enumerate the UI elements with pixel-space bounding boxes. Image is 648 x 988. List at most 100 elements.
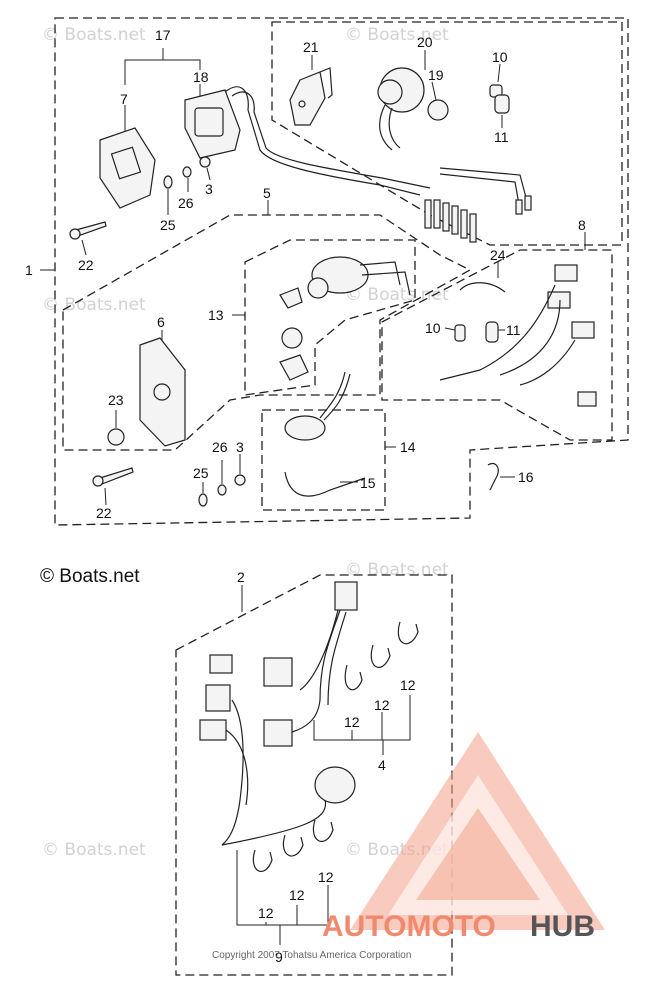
connector-6pin bbox=[263, 719, 293, 747]
label-12f: 12 bbox=[258, 905, 274, 921]
bracket-9 bbox=[236, 850, 329, 945]
leader-10b bbox=[444, 327, 456, 331]
label-3b: 3 bbox=[236, 439, 244, 455]
part-19-disc bbox=[427, 99, 449, 121]
label-1: 1 bbox=[25, 262, 33, 278]
part-20-face bbox=[377, 79, 403, 105]
wire-18b bbox=[231, 91, 431, 189]
part-13-key-face bbox=[307, 277, 329, 299]
label-22a: 22 bbox=[78, 257, 94, 273]
leader-19 bbox=[431, 81, 437, 101]
wire-20 bbox=[379, 104, 401, 151]
label-17: 17 bbox=[155, 27, 171, 43]
label-24: 24 bbox=[490, 247, 506, 263]
label-18: 18 bbox=[193, 69, 209, 85]
part-26-washer bbox=[182, 166, 192, 178]
leader-22a bbox=[81, 239, 87, 256]
terminal bbox=[515, 199, 523, 215]
clamp-12 bbox=[370, 644, 391, 668]
clamps bbox=[252, 621, 419, 873]
leader-3a bbox=[206, 167, 211, 181]
label-22b: 22 bbox=[96, 505, 112, 521]
label-12b: 12 bbox=[374, 697, 390, 713]
pin bbox=[442, 202, 450, 232]
part-21-hook bbox=[319, 67, 333, 99]
label-10a: 10 bbox=[492, 49, 508, 65]
part-7-window bbox=[110, 146, 142, 180]
copyright: Copyright 2007 Tohatsu America Corporati… bbox=[212, 950, 411, 961]
label-19: 19 bbox=[428, 67, 444, 83]
pin bbox=[433, 199, 441, 229]
watermark: © Boats.net bbox=[42, 840, 146, 860]
part-13-ring bbox=[281, 327, 303, 349]
watermark: © Boats.net bbox=[42, 25, 146, 45]
label-21: 21 bbox=[303, 39, 319, 55]
watermark: © Boats.net bbox=[345, 25, 449, 45]
logo-text-dark: HUB bbox=[530, 910, 595, 943]
label-9: 9 bbox=[275, 949, 283, 965]
label-13: 13 bbox=[208, 307, 224, 323]
automotohub-logo: AUTOMOTO HUB bbox=[322, 732, 605, 943]
label-2: 2 bbox=[237, 569, 245, 585]
part-6-hole bbox=[153, 383, 171, 401]
part-13-cap bbox=[279, 354, 309, 381]
label-11b: 11 bbox=[506, 322, 521, 338]
part-3-nut bbox=[234, 474, 246, 486]
assembly-8-frame bbox=[381, 249, 613, 441]
part-24-clip bbox=[459, 282, 506, 293]
part-8-connector bbox=[554, 264, 578, 282]
label-14: 14 bbox=[400, 439, 416, 455]
harness-main bbox=[221, 609, 341, 846]
wire-18 bbox=[224, 86, 421, 196]
part-8-connector bbox=[571, 321, 595, 339]
part-23-nut bbox=[107, 428, 125, 446]
part-3-nut bbox=[199, 156, 211, 168]
label-3a: 3 bbox=[205, 181, 213, 197]
label-12d: 12 bbox=[318, 869, 334, 885]
terminal bbox=[524, 195, 532, 211]
part-25-washer bbox=[163, 175, 173, 189]
assembly-1-frame bbox=[54, 17, 629, 526]
part-15-lanyard bbox=[284, 471, 366, 497]
label-12e: 12 bbox=[289, 887, 305, 903]
pin bbox=[460, 209, 468, 239]
connector-top bbox=[334, 581, 358, 611]
connector bbox=[199, 719, 227, 741]
label-15: 15 bbox=[360, 475, 376, 491]
label-26a: 26 bbox=[178, 195, 194, 211]
label-23: 23 bbox=[108, 392, 124, 408]
clamp-12 bbox=[397, 621, 419, 645]
connector-round bbox=[314, 766, 356, 804]
part-21-bracket bbox=[289, 71, 326, 126]
part-26-washer bbox=[217, 484, 227, 496]
label-20: 20 bbox=[417, 34, 433, 50]
assembly-5-frame bbox=[62, 214, 472, 451]
part-11-sleeve bbox=[494, 94, 510, 114]
leader-10a bbox=[497, 63, 501, 83]
part-connector-bundle bbox=[424, 199, 477, 243]
clamp-12 bbox=[312, 819, 334, 843]
label-26b: 26 bbox=[212, 439, 228, 455]
label-25a: 25 bbox=[160, 217, 176, 233]
label-16: 16 bbox=[518, 469, 534, 485]
harness-main-b bbox=[225, 611, 347, 806]
connector bbox=[209, 654, 233, 674]
pin bbox=[451, 205, 459, 235]
label-12a: 12 bbox=[400, 677, 416, 693]
clamp-12 bbox=[282, 834, 304, 857]
assembly-13-frame bbox=[244, 239, 416, 396]
label-10b: 10 bbox=[425, 320, 441, 336]
leader-22b bbox=[104, 487, 107, 506]
part-22-head bbox=[92, 475, 104, 487]
watermark: © Boats.net bbox=[42, 295, 146, 315]
assembly-14-frame bbox=[261, 409, 386, 511]
wire-top-right bbox=[439, 167, 529, 211]
label-4: 4 bbox=[378, 757, 386, 773]
part-22-screw bbox=[99, 467, 134, 485]
part-21-hole bbox=[298, 100, 306, 108]
part-16-clip bbox=[487, 462, 499, 491]
part-14-switch bbox=[284, 415, 326, 441]
part-11-sleeve bbox=[485, 321, 499, 343]
part-13-key bbox=[279, 287, 303, 309]
